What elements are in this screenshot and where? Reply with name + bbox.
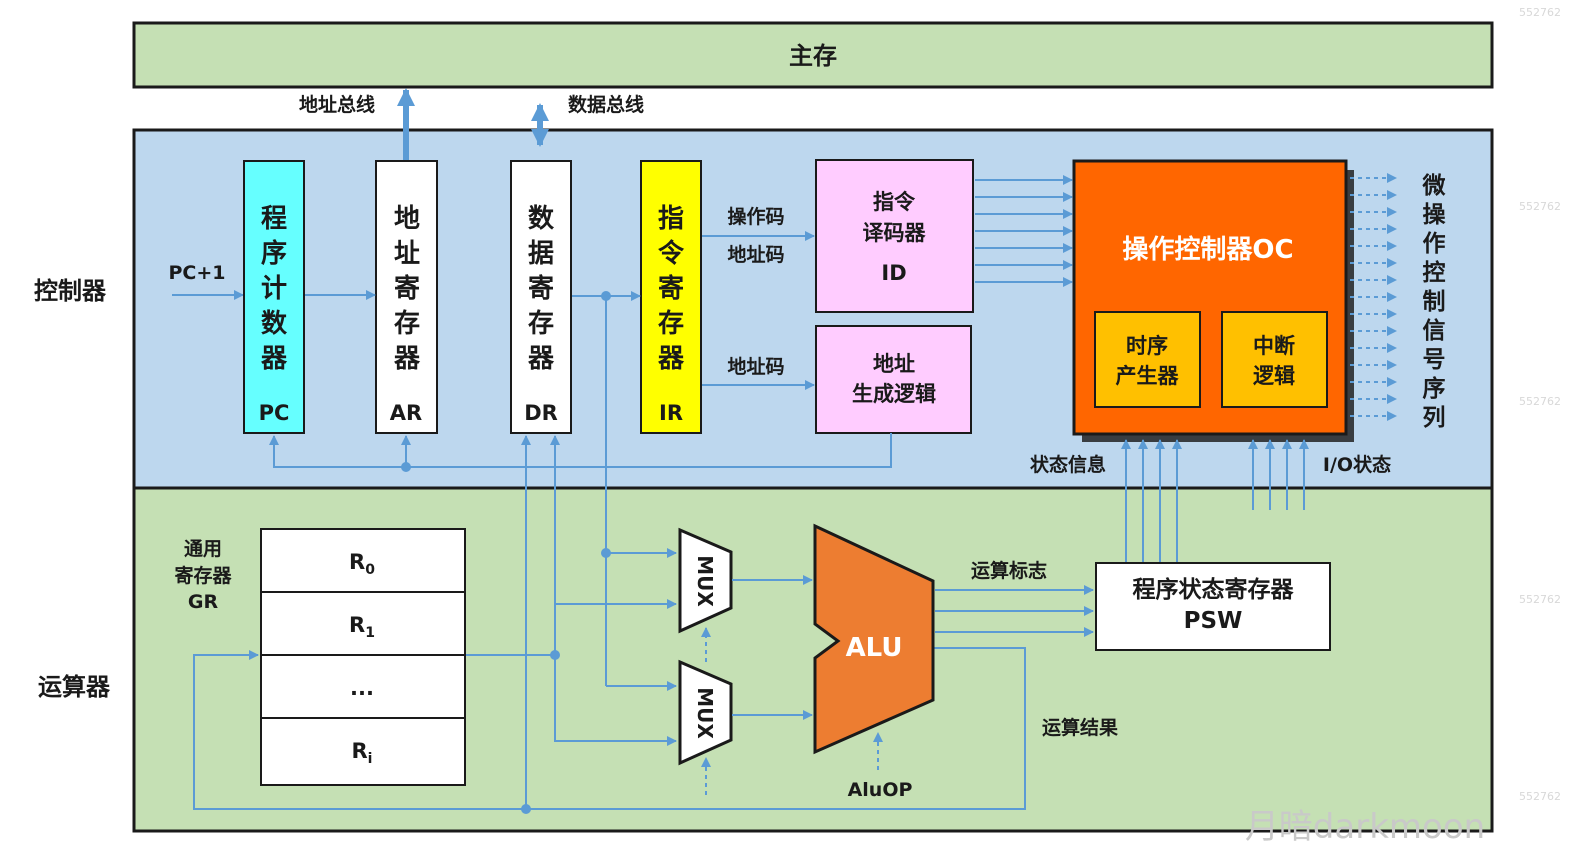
gr-line1: 通用 (184, 538, 222, 560)
ar-char: 地 (394, 204, 420, 234)
alu-label: ALU (846, 633, 903, 663)
watermark-id: 552762 (1519, 593, 1561, 606)
timing-line1: 时序 (1126, 334, 1168, 358)
watermark-id: 552762 (1519, 790, 1561, 803)
ir-abbr: IR (659, 401, 683, 425)
pc-char: 器 (260, 344, 288, 374)
status-info-label: 状态信息 (1030, 453, 1106, 476)
oc-title: 操作控制器OC (1122, 235, 1293, 265)
gr-line3: GR (188, 591, 219, 613)
micro-op-char: 控 (1423, 259, 1446, 286)
ar-char: 器 (393, 344, 421, 374)
register-file: R0 R1 ... Ri (260, 528, 466, 786)
address-bus-label: 地址总线 (299, 93, 375, 116)
pc-char: 数 (261, 309, 288, 339)
micro-op-char: 号 (1423, 347, 1446, 373)
watermark-id: 552762 (1519, 200, 1561, 213)
io-status-label: I/O状态 (1323, 453, 1391, 476)
dr-char: 据 (528, 239, 554, 269)
id-line2: 译码器 (863, 221, 927, 245)
alu-shape (813, 523, 935, 755)
pc-abbr: PC (259, 401, 290, 425)
id-line1: 指令 (873, 190, 916, 214)
instruction-register-box (640, 160, 702, 434)
ar-abbr: AR (390, 401, 422, 425)
micro-op-char: 微 (1422, 172, 1446, 199)
dr-char: 数 (528, 204, 555, 234)
instruction-decoder-box (815, 159, 974, 313)
timing-line2: 产生器 (1116, 364, 1180, 388)
interrupt-logic-box (1221, 311, 1328, 408)
watermark-id: 552762 (1519, 395, 1561, 408)
ir-char: 指 (658, 204, 684, 234)
id-abbr: ID (881, 261, 906, 285)
opcode-label: 操作码 (727, 205, 784, 228)
dr-char: 器 (527, 344, 555, 374)
dr-abbr: DR (524, 401, 558, 425)
address-generation-box (815, 325, 972, 434)
pc-plus-one-label: PC+1 (168, 262, 225, 284)
addr-gen-line1: 地址 (873, 352, 915, 376)
mux-1 (678, 527, 733, 634)
timing-generator-box (1094, 311, 1201, 408)
main-memory-label: 主存 (789, 42, 837, 70)
main-memory-box (132, 21, 1494, 89)
program-counter-box (243, 160, 305, 434)
register-r0: R0 (349, 550, 375, 578)
psw-box (1095, 562, 1331, 651)
micro-op-char: 制 (1423, 289, 1446, 315)
pc-char: 计 (261, 274, 287, 304)
data-register-box (510, 160, 572, 434)
ir-char: 令 (658, 238, 685, 269)
io-status-arrows (1248, 439, 1309, 510)
controller-label: 控制器 (34, 277, 107, 305)
address-register-box (375, 160, 438, 434)
ar-char: 寄 (394, 273, 420, 304)
dr-char: 寄 (528, 273, 554, 304)
ar-char: 存 (394, 309, 420, 339)
psw-line1: 程序状态寄存器 (1133, 576, 1295, 603)
gr-line2: 寄存器 (174, 564, 232, 587)
result-label: 运算结果 (1042, 716, 1118, 739)
address-code-label-2: 地址码 (727, 355, 784, 378)
watermark-text: 月暗darkmoon (1245, 807, 1485, 847)
pc-char: 程 (261, 204, 287, 234)
micro-op-char: 序 (1423, 375, 1446, 402)
alu-unit-label: 运算器 (38, 673, 111, 701)
pc-char: 序 (261, 238, 287, 269)
address-code-label-1: 地址码 (727, 243, 784, 266)
mux-2-label: MUX (693, 687, 717, 739)
micro-op-char: 信 (1423, 317, 1446, 344)
register-ellipsis: ... (350, 676, 374, 700)
ir-char: 寄 (658, 273, 684, 304)
mux-2 (678, 659, 733, 766)
data-bus-label: 数据总线 (568, 93, 644, 116)
ar-char: 址 (394, 239, 420, 269)
status-arrows (1121, 439, 1182, 563)
ir-char: 存 (658, 309, 684, 339)
aluop-label: AluOP (848, 779, 913, 801)
micro-op-char: 作 (1423, 231, 1446, 257)
register-r1: R1 (349, 613, 375, 641)
ir-char: 器 (657, 344, 685, 374)
micro-op-char: 操 (1423, 202, 1446, 228)
id-to-oc-arrows (975, 175, 1073, 287)
flags-label: 运算标志 (971, 559, 1047, 582)
micro-op-char: 列 (1423, 405, 1446, 431)
dr-char: 存 (528, 309, 554, 339)
register-ri: Ri (352, 739, 373, 767)
interrupt-line1: 中断 (1253, 334, 1295, 358)
interrupt-line2: 逻辑 (1253, 364, 1295, 388)
psw-line2: PSW (1184, 608, 1243, 634)
addr-gen-line2: 生成逻辑 (852, 382, 936, 406)
flag-arrows (935, 585, 1094, 637)
mux-1-label: MUX (693, 555, 717, 607)
watermark-id: 552762 (1519, 6, 1561, 19)
